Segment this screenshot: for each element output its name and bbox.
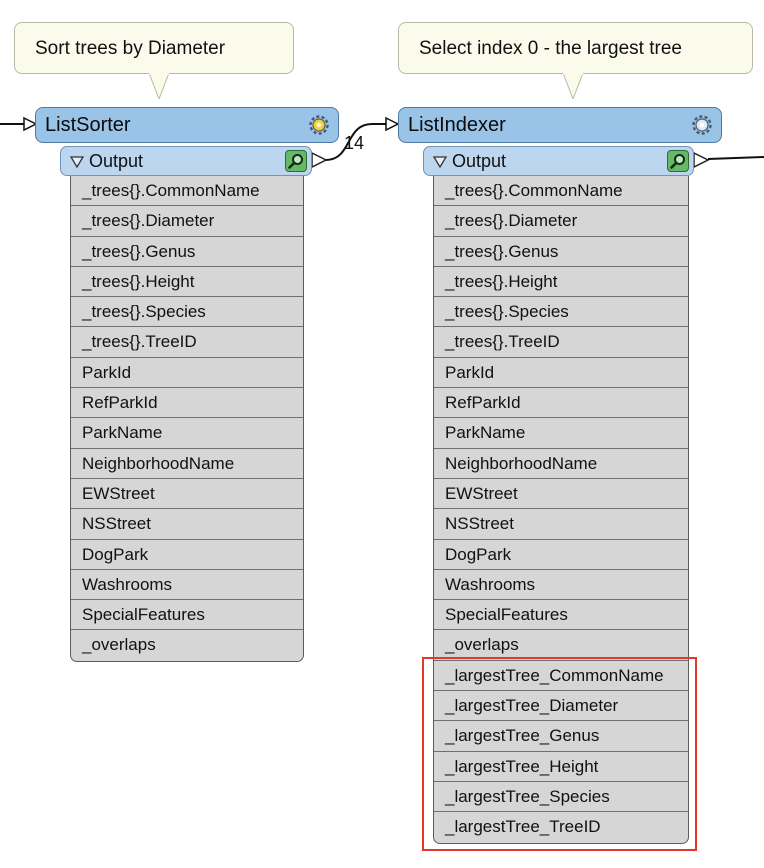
attribute-row[interactable]: EWStreet	[434, 479, 688, 510]
connection-feature-count: 14	[344, 133, 365, 153]
attribute-row[interactable]: NSStreet	[434, 509, 688, 540]
transformer-listindexer[interactable]: ListIndexer	[398, 107, 722, 143]
attribute-row[interactable]: RefParkId	[71, 388, 303, 419]
attribute-row[interactable]: _largestTree_Height	[434, 752, 688, 782]
attribute-list-listsorter: _trees{}.CommonName_trees{}.Diameter_tre…	[70, 176, 304, 662]
attribute-row[interactable]: _largestTree_Diameter	[434, 691, 688, 722]
gear-icon[interactable]	[690, 113, 714, 137]
attribute-row[interactable]: SpecialFeatures	[71, 600, 303, 631]
attribute-row[interactable]: _trees{}.Species	[71, 297, 303, 328]
triangle-down-icon[interactable]	[70, 156, 84, 168]
attribute-row[interactable]: ParkId	[71, 358, 303, 389]
attribute-row[interactable]: NSStreet	[71, 509, 303, 540]
attribute-row[interactable]: ParkId	[434, 358, 688, 389]
magnifier-icon	[288, 154, 303, 169]
attribute-row[interactable]: _trees{}.Diameter	[71, 206, 303, 237]
attribute-row[interactable]: _largestTree_TreeID	[445, 817, 601, 837]
magnifier-icon	[670, 154, 685, 169]
attribute-row[interactable]: _trees{}.Species	[434, 297, 688, 328]
attribute-row[interactable]: DogPark	[71, 540, 303, 570]
attribute-row[interactable]: ParkName	[434, 418, 688, 449]
attribute-row[interactable]: _trees{}.TreeID	[71, 327, 303, 358]
attribute-row[interactable]: _largestTree_Genus	[434, 721, 688, 752]
attribute-row[interactable]: DogPark	[434, 540, 688, 570]
attribute-row[interactable]: _trees{}.Genus	[434, 237, 688, 267]
attribute-row[interactable]: Washrooms	[434, 570, 688, 601]
port-label: Output	[452, 151, 507, 171]
port-label: Output	[89, 151, 144, 171]
inspect-button[interactable]	[667, 150, 689, 172]
annotation-text: Sort trees by Diameter	[35, 38, 226, 59]
attribute-row[interactable]: _largestTree_Species	[434, 782, 688, 813]
attribute-row[interactable]: _trees{}.TreeID	[434, 327, 688, 358]
annotation-pointer	[563, 73, 583, 99]
attribute-row[interactable]: RefParkId	[434, 388, 688, 419]
annotation-text: Select index 0 - the largest tree	[419, 38, 682, 59]
attribute-row[interactable]: _overlaps	[82, 635, 156, 655]
triangle-down-icon[interactable]	[433, 156, 447, 168]
attribute-row[interactable]: EWStreet	[71, 479, 303, 510]
annotation-select-index[interactable]: Select index 0 - the largest tree	[398, 22, 753, 99]
attribute-list-listindexer: _trees{}.CommonName_trees{}.Diameter_tre…	[433, 176, 689, 844]
transformer-name: ListSorter	[45, 114, 131, 136]
attribute-row[interactable]: _trees{}.Genus	[71, 237, 303, 267]
attribute-row[interactable]: _trees{}.Height	[434, 267, 688, 298]
annotation-pointer	[149, 73, 169, 99]
attribute-row[interactable]: _trees{}.Height	[71, 267, 303, 298]
attribute-row[interactable]: _overlaps	[434, 630, 688, 661]
transformer-name: ListIndexer	[408, 114, 506, 136]
annotation-sort-trees[interactable]: Sort trees by Diameter	[14, 22, 294, 99]
attribute-row[interactable]: _largestTree_CommonName	[434, 661, 688, 692]
inspect-button[interactable]	[285, 150, 307, 172]
transformer-listsorter[interactable]: ListSorter	[35, 107, 339, 143]
attribute-row[interactable]: _trees{}.Diameter	[434, 206, 688, 237]
new-attributes-highlight	[422, 657, 697, 851]
attribute-row[interactable]: NeighborhoodName	[434, 449, 688, 479]
attribute-row[interactable]: Washrooms	[71, 570, 303, 601]
gear-icon[interactable]	[307, 113, 331, 137]
output-port-listindexer[interactable]: Output	[423, 146, 694, 176]
attribute-row[interactable]: _trees{}.CommonName	[434, 176, 688, 207]
attribute-row[interactable]: SpecialFeatures	[434, 600, 688, 631]
attribute-row[interactable]: NeighborhoodName	[71, 449, 303, 479]
attribute-row[interactable]: _trees{}.CommonName	[71, 176, 303, 207]
attribute-row[interactable]: ParkName	[71, 418, 303, 449]
output-port-listsorter[interactable]: Output	[60, 146, 312, 176]
